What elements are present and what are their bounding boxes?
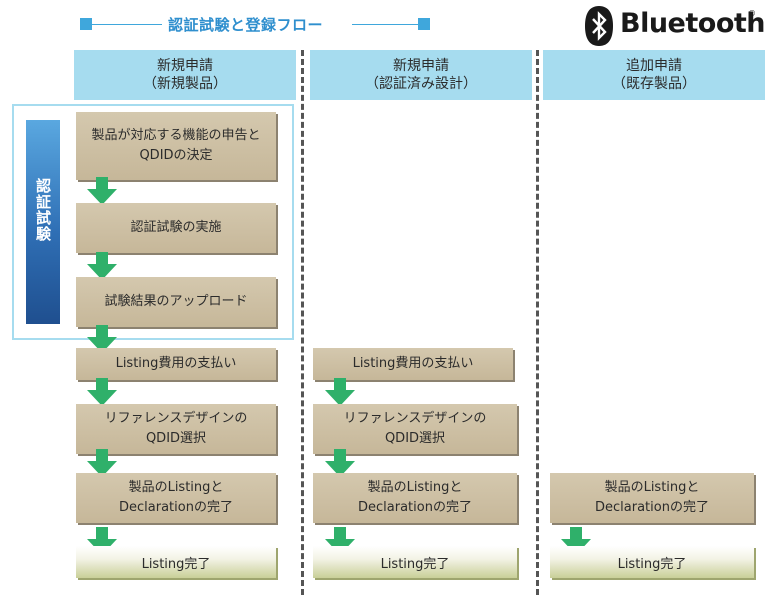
- down-arrow-icon: [325, 449, 355, 477]
- step-label: 試験結果のアップロード: [104, 294, 248, 309]
- step-label: 認証試験の実施: [130, 220, 222, 235]
- step-label: Listing完了: [380, 556, 450, 572]
- step-label: Listing費用の支払い: [352, 356, 474, 371]
- title-square-right: [418, 18, 430, 30]
- step-pay-listing-fee: Listing費用の支払い: [76, 348, 276, 380]
- column-header-line2: （既存製品）: [612, 76, 696, 92]
- step-listing-done: Listing完了: [313, 546, 517, 578]
- step-line2: QDID選択: [145, 431, 207, 446]
- step-line1: 製品のListingと: [128, 480, 224, 495]
- column-header-line1: 新規申請: [393, 58, 449, 74]
- step-listing-done: Listing完了: [76, 546, 276, 578]
- step-line1: リファレンスデザインの: [343, 411, 487, 426]
- step-label: Listing完了: [617, 556, 687, 572]
- cert-test-frame: [12, 104, 294, 340]
- column-separator: [536, 50, 539, 595]
- step-line1: 製品のListingと: [367, 480, 463, 495]
- bluetooth-icon: [585, 6, 613, 46]
- cert-test-label-bar: 認証試験: [26, 120, 60, 324]
- bluetooth-logo: Bluetooth ®: [582, 4, 766, 48]
- registered-mark: ®: [748, 9, 756, 18]
- down-arrow-icon: [87, 449, 117, 477]
- title-line-left: [92, 24, 162, 25]
- title-line-right: [352, 24, 418, 25]
- step-label: Listing完了: [141, 556, 211, 572]
- step-upload-results: 試験結果のアップロード: [76, 277, 276, 327]
- step-line2: QDID選択: [384, 431, 446, 446]
- title-text: 認証試験と登録フロー: [168, 16, 324, 34]
- column-header-new-product: 新規申請 （新規製品）: [74, 50, 296, 100]
- step-line1: 製品のListingと: [604, 480, 700, 495]
- column-header-existing-product: 追加申請 （既存製品）: [543, 50, 765, 100]
- step-line1: リファレンスデザインの: [104, 411, 248, 426]
- column-separator: [301, 50, 304, 595]
- title-square-left: [80, 18, 92, 30]
- step-label: Listing費用の支払い: [115, 356, 237, 371]
- down-arrow-icon: [87, 378, 117, 406]
- down-arrow-icon: [87, 252, 117, 280]
- down-arrow-icon: [87, 177, 117, 205]
- column-header-line2: （認証済み設計）: [365, 76, 477, 92]
- column-header-line1: 新規申請: [157, 58, 213, 74]
- column-header-certified-design: 新規申請 （認証済み設計）: [310, 50, 532, 100]
- step-line2: Declarationの完了: [358, 500, 472, 515]
- down-arrow-icon: [87, 527, 117, 555]
- column-header-line1: 追加申請: [626, 58, 682, 74]
- step-line2: QDIDの決定: [139, 148, 213, 163]
- down-arrow-icon: [325, 378, 355, 406]
- step-line2: Declarationの完了: [119, 500, 233, 515]
- down-arrow-icon: [87, 325, 117, 353]
- step-declare-features: 製品が対応する機能の申告と QDIDの決定: [76, 112, 276, 180]
- step-select-reference-qdid: リファレンスデザインの QDID選択: [313, 404, 517, 454]
- cert-test-label: 認証試験: [34, 178, 52, 242]
- down-arrow-icon: [325, 527, 355, 555]
- step-complete-listing: 製品のListingと Declarationの完了: [313, 473, 517, 523]
- step-line2: Declarationの完了: [595, 500, 709, 515]
- step-listing-done: Listing完了: [550, 546, 754, 578]
- step-line1: 製品が対応する機能の申告と: [91, 128, 261, 143]
- step-conduct-test: 認証試験の実施: [76, 203, 276, 253]
- step-complete-listing: 製品のListingと Declarationの完了: [550, 473, 754, 523]
- step-pay-listing-fee: Listing費用の支払い: [313, 348, 513, 380]
- step-select-reference-qdid: リファレンスデザインの QDID選択: [76, 404, 276, 454]
- step-complete-listing: 製品のListingと Declarationの完了: [76, 473, 276, 523]
- bluetooth-wordmark: Bluetooth: [620, 8, 766, 39]
- column-header-line2: （新規製品）: [143, 76, 227, 92]
- down-arrow-icon: [561, 527, 591, 555]
- diagram-title: 認証試験と登録フロー: [80, 14, 430, 36]
